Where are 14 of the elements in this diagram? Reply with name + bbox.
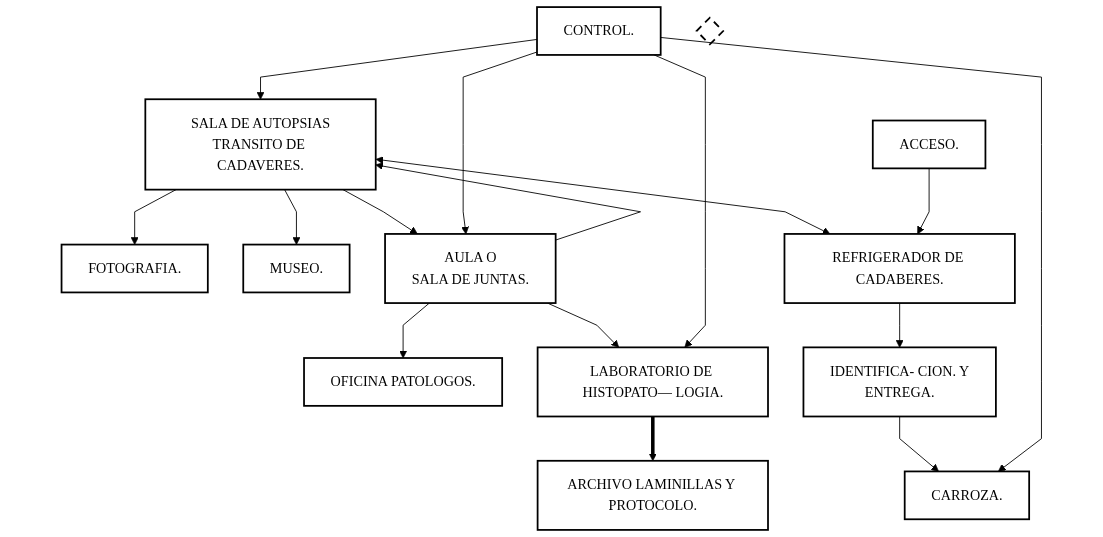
node-box: FOTOGRAFIA. xyxy=(60,243,209,294)
node-box: REFRIGERADOR DE CADABERES. xyxy=(783,233,1016,304)
node-box: IDENTIFICA- CION. Y ENTREGA. xyxy=(802,346,997,418)
node-box: LABORATORIO DE HISTOPATO— LOGIA. xyxy=(536,346,769,418)
node-box: CONTROL. xyxy=(536,6,662,56)
node-box: ARCHIVO LAMINILLAS Y PROTOCOLO. xyxy=(536,459,769,531)
node-diamond xyxy=(695,16,725,46)
node-box: CARROZA. xyxy=(903,470,1031,521)
node-box: ACCESO. xyxy=(871,119,987,170)
node-box: AULA O SALA DE JUNTAS. xyxy=(384,233,557,304)
arrow xyxy=(648,416,657,462)
node-box: SALA DE AUTOPSIAS TRANSITO DE CADAVERES. xyxy=(144,98,377,191)
node-box: OFICINA PATOLOGOS. xyxy=(303,357,504,407)
node-box: MUSEO. xyxy=(242,243,351,294)
